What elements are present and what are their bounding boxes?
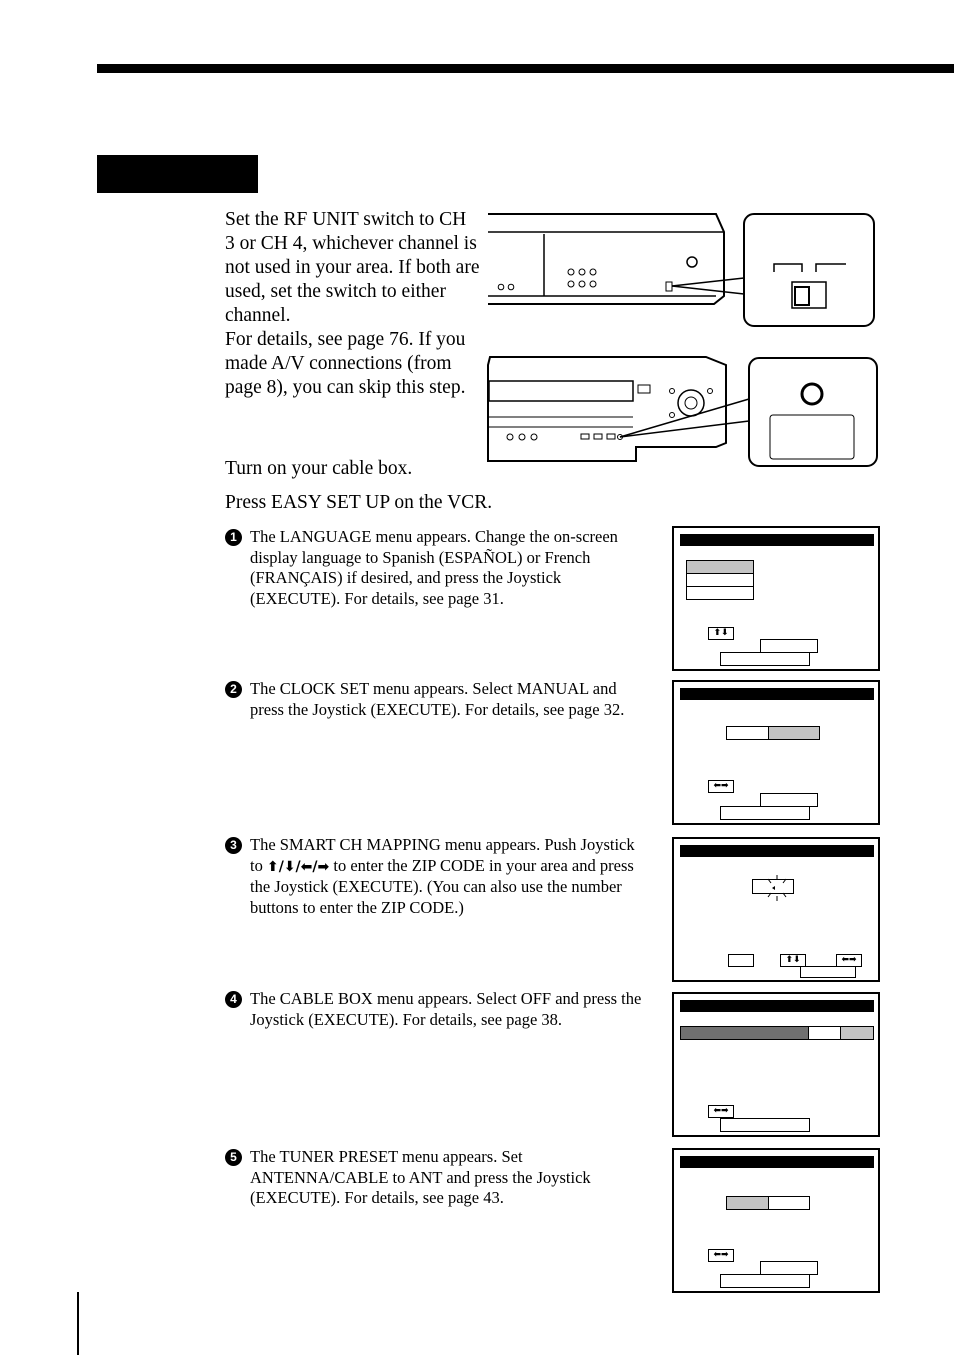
left-right-arrows-icon: ⬅➡ [708,1249,734,1262]
tuner-preset-menu-screen: ⬅➡ [672,1148,880,1293]
option-off [808,1026,842,1040]
step-text: The SMART CH MAPPING menu appears. Push … [250,835,635,917]
execute-box [760,1261,818,1275]
cable-box-row [680,1026,810,1040]
blinking-cursor-icon [767,875,787,901]
menu-box [720,1274,810,1288]
step-number: 3 [225,837,242,854]
language-menu-screen: ⬆⬇ [672,526,880,671]
step-1: 1 The LANGUAGE menu appears. Change the … [225,527,645,609]
left-right-arrows-icon: ⬅➡ [708,1105,734,1118]
menu-title-bar [680,1000,874,1012]
intro-rf-unit: Set the RF UNIT switch to CH 3 or CH 4, … [225,209,480,398]
option-manual [768,726,820,740]
margin-rule [77,1292,79,1355]
execute-box [760,793,818,807]
step-number: 1 [225,529,242,546]
number-box [728,954,754,967]
menu-box [720,652,810,666]
step-3: 3 The SMART CH MAPPING menu appears. Pus… [225,835,645,918]
option-cable [768,1196,810,1210]
intro-cable-box: Turn on your cable box. [225,458,413,479]
up-down-arrows-icon: ⬆⬇ [780,954,806,967]
vcr-front-illustration [487,356,878,467]
menu-title-bar [680,1156,874,1168]
step-number: 5 [225,1149,242,1166]
top-rule [97,64,954,73]
menu-box [720,806,810,820]
joystick-arrows-icon: ⬆/⬇/⬅/➡ [266,858,330,875]
menu-box [720,1118,810,1132]
cable-box-menu-screen: ⬅➡ [672,992,880,1137]
execute-box [800,966,856,978]
intro-easy-setup: Press EASY SET UP on the VCR. [225,492,493,513]
option-francais [686,586,754,600]
step-text: The CABLE BOX menu appears. Select OFF a… [250,989,642,1029]
option-ant [726,1196,770,1210]
option-on [840,1026,874,1040]
step-text: The TUNER PRESET menu appears. Set ANTEN… [250,1147,591,1207]
option-espanol [686,573,754,587]
up-down-arrows-icon: ⬆⬇ [708,627,734,640]
clock-set-menu-screen: ⬅➡ [672,680,880,825]
step-text: The CLOCK SET menu appears. Select MANUA… [250,679,625,719]
step-4: 4 The CABLE BOX menu appears. Select OFF… [225,989,645,1030]
step-2: 2 The CLOCK SET menu appears. Select MAN… [225,679,645,720]
option-english [686,560,754,574]
option-auto [726,726,770,740]
smart-ch-mapping-menu-screen: ⬆⬇ ⬅➡ [672,837,880,982]
step-number: 2 [225,681,242,698]
vcr-rear-illustration [488,213,875,327]
menu-title-bar [680,534,874,546]
execute-box [760,639,818,653]
step-number: 4 [225,991,242,1008]
menu-title-bar [680,688,874,700]
section-tab [97,155,258,193]
left-right-arrows-icon: ⬅➡ [708,780,734,793]
step-5: 5 The TUNER PRESET menu appears. Set ANT… [225,1147,645,1209]
menu-title-bar [680,845,874,857]
step-text: The LANGUAGE menu appears. Change the on… [250,527,618,608]
